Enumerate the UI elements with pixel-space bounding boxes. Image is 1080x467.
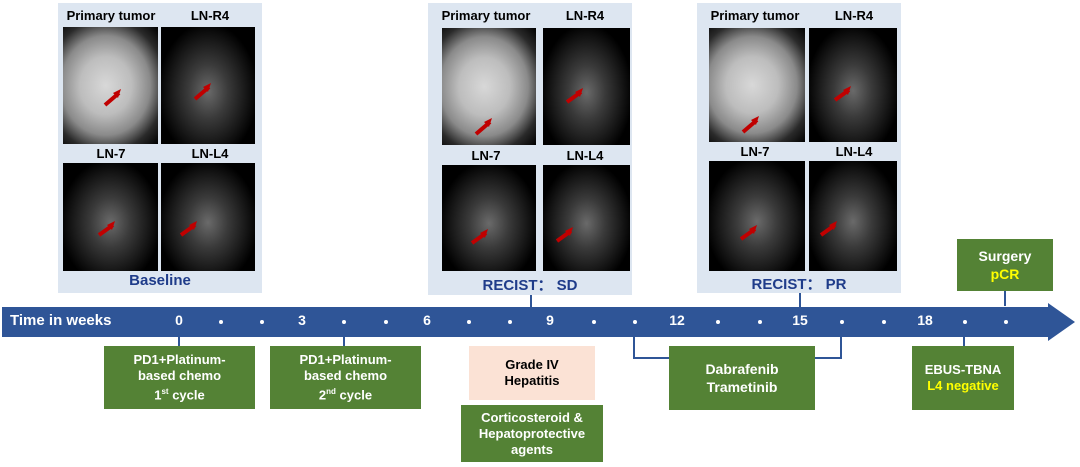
event-text: Hepatoprotective <box>478 425 586 441</box>
timeline-dot <box>384 320 388 324</box>
timeline-dot <box>508 320 512 324</box>
event-text: Hepatitis <box>504 373 560 388</box>
panel-caption-recist-pr: RECIST： PR <box>751 276 847 293</box>
ct-scan-ln-l4 <box>809 161 897 271</box>
timeline-dot <box>633 320 637 324</box>
tick-week-6: 6 <box>423 312 431 328</box>
ct-panel-recist-sd: Primary tumor LN-R4 LN-7 LN-L4 RECIST： S… <box>428 3 632 295</box>
label-ln-7: LN-7 <box>740 144 770 159</box>
arrow-icon <box>739 225 757 241</box>
ct-scan-ln-l4 <box>161 163 255 271</box>
label-ln-r4: LN-R4 <box>565 8 605 23</box>
event-corticosteroid: Corticosteroid & Hepatoprotective agents <box>461 405 603 462</box>
event-text: pCR <box>990 266 1020 282</box>
timeline-dot <box>467 320 471 324</box>
connector-line <box>633 357 671 359</box>
arrow-icon <box>833 86 851 102</box>
tick-week-9: 9 <box>546 312 554 328</box>
tick-week-18: 18 <box>917 312 933 328</box>
event-text: Trametinib <box>706 379 778 395</box>
label-primary-tumor: Primary tumor <box>710 8 800 23</box>
label-ln-l4: LN-L4 <box>191 146 229 161</box>
event-hepatitis: Grade IV Hepatitis <box>469 346 595 400</box>
event-text: EBUS-TBNA <box>924 362 1002 377</box>
timeline-dot <box>963 320 967 324</box>
ct-scan-ln-r4 <box>809 28 897 142</box>
connector-line <box>343 333 345 346</box>
tick-week-15: 15 <box>792 312 808 328</box>
panel-caption-baseline: Baseline <box>129 272 191 289</box>
arrow-icon <box>819 221 837 237</box>
connector-line <box>963 333 965 346</box>
connector-line <box>1004 290 1006 306</box>
event-text: Surgery <box>978 248 1032 264</box>
arrow-icon <box>565 88 583 104</box>
timeline-dot <box>1004 320 1008 324</box>
timeline-title: Time in weeks <box>10 312 112 329</box>
ct-scan-primary-tumor <box>709 28 805 142</box>
label-ln-r4: LN-R4 <box>190 8 230 23</box>
event-dabrafenib-trametinib: Dabrafenib Trametinib <box>669 346 815 410</box>
tick-week-3: 3 <box>298 312 306 328</box>
event-ebus-tbna: EBUS-TBNA L4 negative <box>912 346 1014 410</box>
label-primary-tumor: Primary tumor <box>441 8 531 23</box>
timeline-dot <box>840 320 844 324</box>
event-text: 2nd cycle <box>318 386 373 403</box>
timeline-dot <box>882 320 886 324</box>
timeline-dot <box>342 320 346 324</box>
ct-scan-ln-r4 <box>543 28 630 145</box>
ct-scan-ln-r4 <box>161 27 255 144</box>
ct-scan-ln-7 <box>709 161 805 271</box>
connector-line <box>530 295 532 307</box>
ct-panel-recist-pr: Primary tumor LN-R4 LN-7 LN-L4 RECIST： P… <box>697 3 901 293</box>
tick-week-12: 12 <box>669 312 685 328</box>
arrow-icon <box>555 227 573 243</box>
panel-caption-recist-sd: RECIST： SD <box>482 277 578 294</box>
event-text: Corticosteroid & <box>481 409 583 425</box>
event-text: L4 negative <box>927 378 999 393</box>
label-ln-7: LN-7 <box>471 148 501 163</box>
ct-scan-ln-7 <box>63 163 158 271</box>
connector-line <box>799 293 801 307</box>
timeline-dot <box>716 320 720 324</box>
event-cycle-1: PD1+Platinum- based chemo 1st cycle <box>104 346 255 409</box>
event-cycle-2: PD1+Platinum- based chemo 2nd cycle <box>270 346 421 409</box>
event-text: PD1+Platinum- <box>299 351 392 367</box>
ct-scan-primary-tumor <box>442 28 536 145</box>
arrow-icon <box>179 221 197 237</box>
event-text: based chemo <box>137 367 222 383</box>
event-text: Dabrafenib <box>705 361 779 377</box>
arrow-icon <box>97 221 115 237</box>
label-ln-r4: LN-R4 <box>834 8 874 23</box>
event-text: PD1+Platinum- <box>133 351 226 367</box>
connector-line <box>840 333 842 358</box>
connector-line <box>178 333 180 346</box>
arrow-icon <box>741 116 759 134</box>
connector-line <box>633 333 635 358</box>
event-text: 1st cycle <box>154 386 205 403</box>
label-ln-l4: LN-L4 <box>566 148 604 163</box>
arrow-icon <box>474 118 492 136</box>
label-ln-7: LN-7 <box>96 146 126 161</box>
label-ln-l4: LN-L4 <box>835 144 873 159</box>
label-primary-tumor: Primary tumor <box>66 8 156 23</box>
arrow-icon <box>193 83 211 101</box>
event-text: agents <box>511 441 553 457</box>
ct-scan-primary-tumor <box>63 27 158 144</box>
timeline-dot <box>260 320 264 324</box>
timeline-arrow <box>2 303 1075 341</box>
timeline-dot <box>219 320 223 324</box>
event-text: based chemo <box>303 367 388 383</box>
event-surgery: Surgery pCR <box>957 239 1053 291</box>
timeline-dot <box>758 320 762 324</box>
ct-panel-baseline: Primary tumor LN-R4 LN-7 LN-L4 Baseline <box>58 3 262 293</box>
arrow-icon <box>470 229 488 245</box>
event-text: Grade IV <box>505 357 559 372</box>
ct-scan-ln-7 <box>442 165 536 271</box>
tick-week-0: 0 <box>175 312 183 328</box>
arrow-icon <box>103 89 121 107</box>
ct-scan-ln-l4 <box>543 165 630 271</box>
timeline-dot <box>592 320 596 324</box>
connector-line <box>815 357 842 359</box>
